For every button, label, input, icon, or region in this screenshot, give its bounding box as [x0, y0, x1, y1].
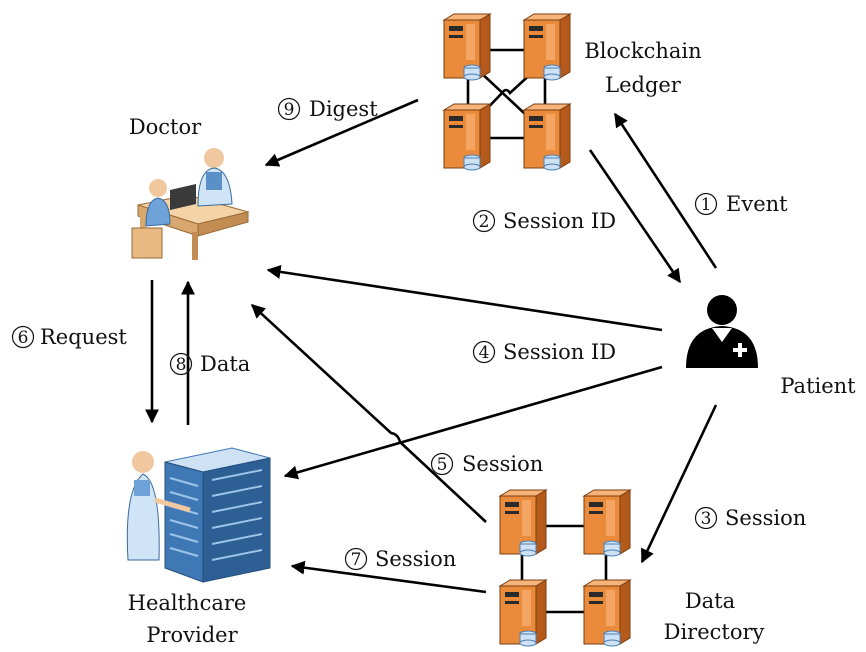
edge-text: Session ID [503, 209, 616, 233]
event-arrow [613, 112, 718, 269]
edge-label-session-7: 7 Session [344, 547, 456, 571]
step-number: 9 [284, 100, 295, 120]
doctor-node: Doctor [129, 115, 250, 260]
datacenter-icon [126, 447, 271, 583]
edge-text: Session [725, 506, 806, 530]
edge-text: Session [375, 547, 456, 571]
edge-label-digest: 9 Digest [277, 97, 378, 121]
provider-label-line1: Healthcare [128, 591, 247, 615]
digest-arrow [264, 98, 419, 167]
edge-label-session-id-4: 4 Session ID [472, 340, 616, 364]
session-id-arrow-4b [283, 365, 663, 480]
step-number: 6 [18, 328, 29, 348]
session-arrow-5 [250, 304, 487, 523]
session-id-arrow-2 [588, 149, 682, 284]
doctor-label: Doctor [129, 115, 202, 139]
edge-label-session-5: 5 Session [430, 452, 543, 476]
step-number: 1 [701, 195, 712, 215]
server-cluster-icon [499, 489, 631, 647]
edge-text: Request [40, 325, 127, 349]
healthcare-provider-node: Healthcare Provider [126, 447, 271, 647]
edge-label-request: 6 Request [11, 325, 127, 349]
step-number: 3 [701, 509, 712, 529]
edge-label-session-id-2: 2 Session ID [472, 209, 616, 233]
directory-label-line2: Directory [664, 620, 765, 644]
blockchain-ledger-node: Blockchain Ledger [443, 13, 702, 171]
edge-label-session-3: 3 Session [694, 506, 806, 530]
server-cluster-icon [443, 13, 571, 171]
directory-label-line1: Data [685, 589, 735, 613]
step-number: 8 [176, 355, 187, 375]
patient-icon [686, 295, 758, 368]
step-number: 7 [351, 550, 362, 570]
step-number: 4 [479, 343, 490, 363]
blockchain-label-line1: Blockchain [584, 39, 701, 63]
edge-text: Session [462, 452, 543, 476]
step-number: 2 [479, 212, 490, 232]
session-arrow-3 [640, 404, 718, 564]
session-arrow-7 [290, 560, 487, 594]
edge-text: Data [200, 352, 250, 376]
step-number: 5 [437, 455, 448, 475]
edge-text: Event [726, 192, 788, 216]
blockchain-label-line2: Ledger [605, 73, 682, 97]
edge-label-event: 1 Event [694, 192, 788, 216]
patient-node: Patient [686, 295, 856, 398]
edge-text: Digest [309, 97, 378, 121]
session-id-arrow-4a [266, 264, 663, 332]
edge-text: Session ID [503, 340, 616, 364]
provider-label-line2: Provider [146, 623, 238, 647]
data-directory-node: Data Directory [499, 489, 765, 647]
doctor-desk-icon [131, 148, 250, 260]
patient-label: Patient [780, 374, 856, 398]
edge-label-data: 8 Data [169, 352, 250, 376]
